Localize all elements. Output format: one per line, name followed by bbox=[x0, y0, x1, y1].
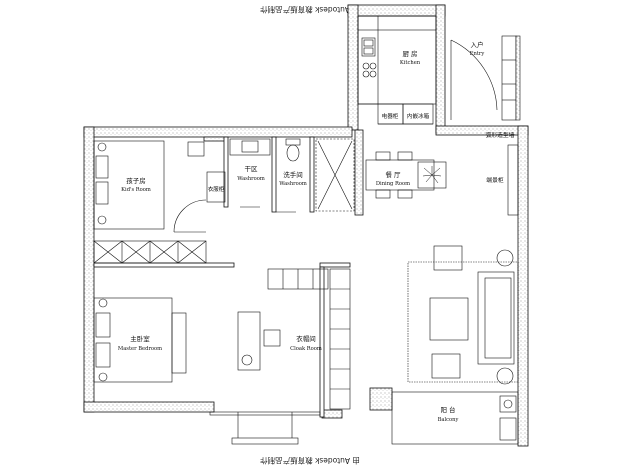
display-cabinet-label: 端景柜 bbox=[486, 176, 504, 184]
structural-walls bbox=[83, 4, 529, 447]
master-bedroom bbox=[93, 297, 321, 445]
kids-room bbox=[93, 140, 226, 264]
washroom-label: 洗手间 bbox=[283, 170, 303, 179]
dry-zone-label: 干区 bbox=[245, 165, 259, 173]
cloak-room-label: 衣帽间 bbox=[296, 334, 316, 343]
dry-zone-label-en: Washroom bbox=[237, 176, 265, 182]
entry-cabinet bbox=[501, 35, 521, 121]
microwave-cabinet-label: 电器柜 bbox=[382, 112, 399, 120]
washroom-area bbox=[229, 138, 355, 213]
entry-label: 入户 bbox=[471, 40, 484, 49]
balcony-label: 阳 台 bbox=[440, 405, 455, 414]
kitchen-area bbox=[357, 15, 437, 125]
master-bedroom-label: 主卧室 bbox=[130, 334, 150, 343]
entry-door bbox=[450, 39, 498, 120]
kitchen-label: 厨 房 bbox=[402, 49, 417, 58]
master-bedroom-label-en: Master Bedroom bbox=[118, 346, 162, 352]
living-room bbox=[407, 245, 519, 385]
dining-label: 餐 厅 bbox=[385, 170, 401, 179]
dining-label-en: Dining Room bbox=[376, 181, 410, 187]
cloak-room bbox=[237, 268, 351, 410]
washroom-label-en: Washroom bbox=[279, 181, 307, 187]
small-wardrobe-label: 衣服柜 bbox=[208, 185, 225, 193]
balcony-label-en: Balcony bbox=[438, 417, 459, 423]
plant-icon bbox=[422, 166, 442, 184]
watermark-bottom: 由 Autodesk 教育版产品制作 bbox=[260, 456, 360, 466]
kids-room-label-en: Kid's Room bbox=[121, 187, 151, 193]
feature-wall-label: 弧形造型墙 bbox=[486, 131, 515, 139]
kitchen-label-en: Kitchen bbox=[400, 60, 421, 66]
watermark-top: 由 Autodesk 教育版产品制作 bbox=[260, 5, 360, 15]
display-cabinet bbox=[507, 144, 519, 216]
entry-label-en: Entry bbox=[470, 51, 485, 57]
cloak-room-label-en: Cloak Room bbox=[290, 346, 322, 352]
kids-room-label: 孩子房 bbox=[126, 176, 146, 185]
built-in-fridge-label: 内嵌冰箱 bbox=[407, 112, 430, 120]
balcony bbox=[391, 391, 519, 445]
